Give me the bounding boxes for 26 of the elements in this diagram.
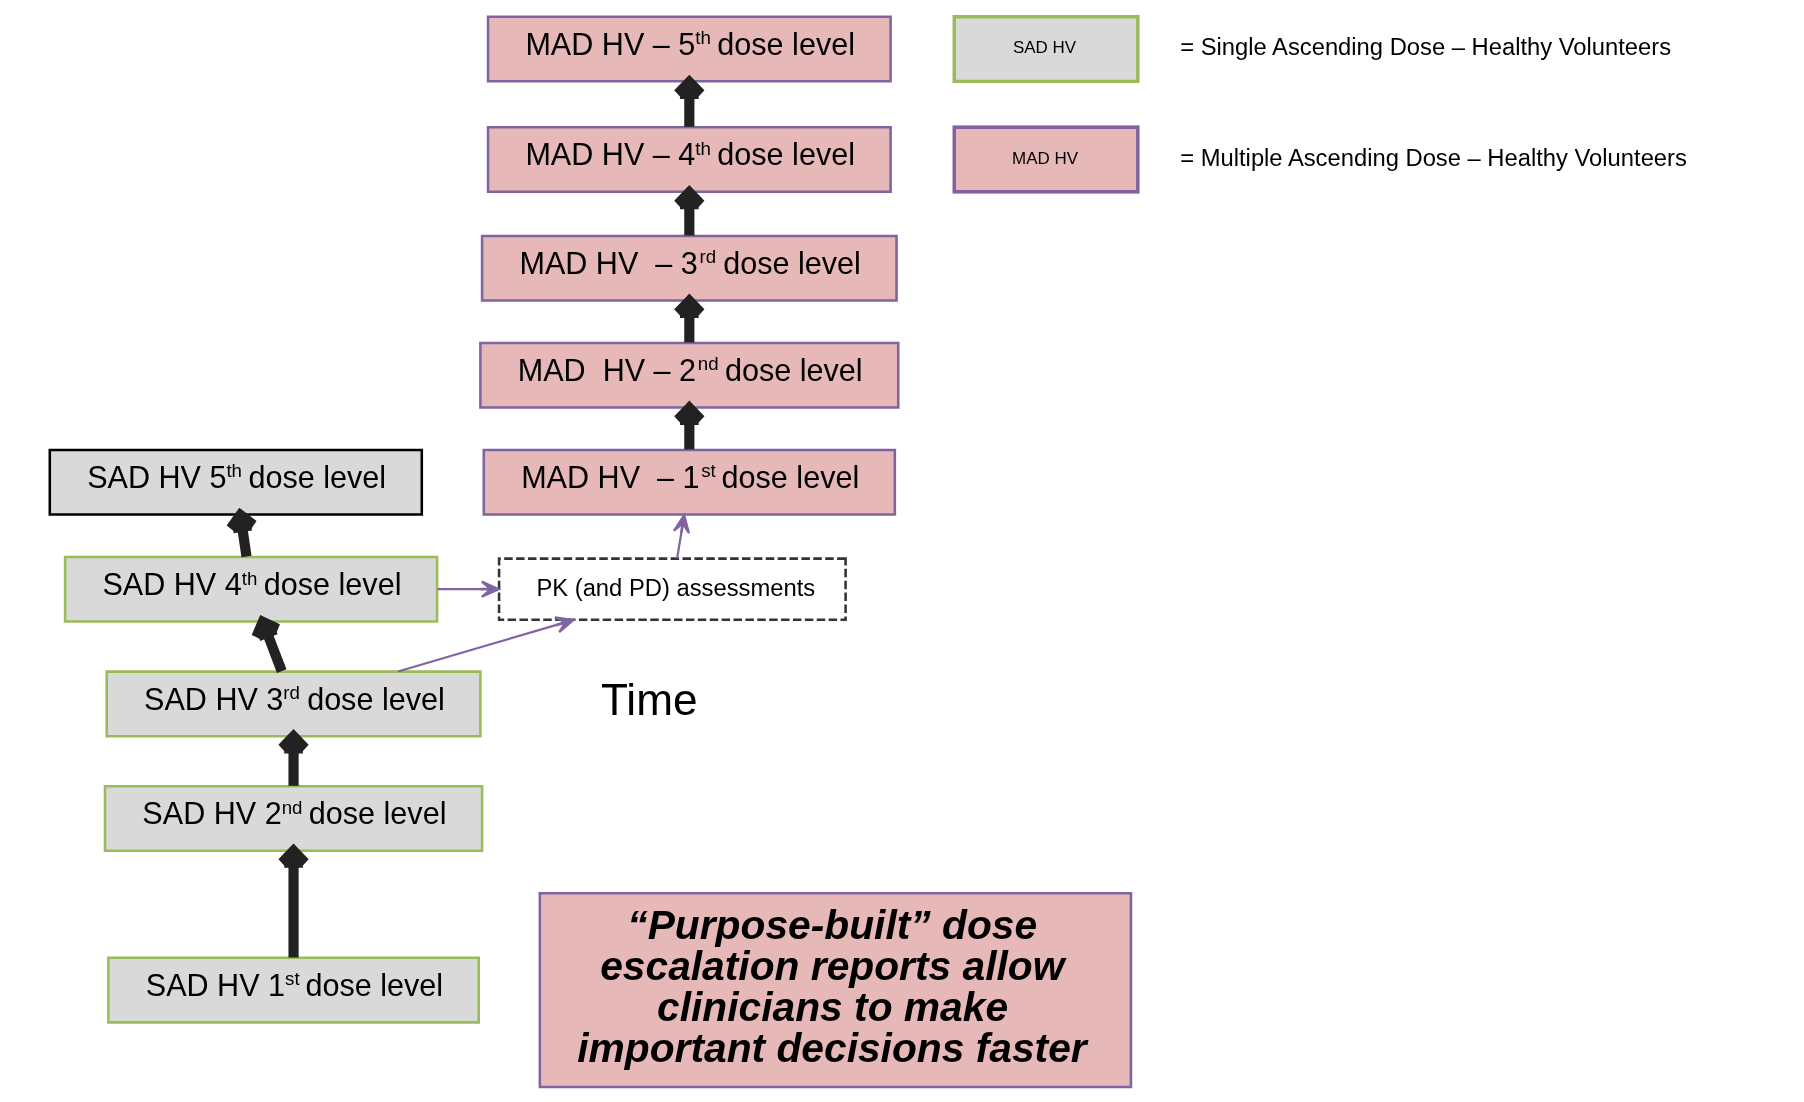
node-box: SAD HV 1$^{st}$ dose level	[106, 956, 480, 1024]
arrow	[397, 616, 574, 673]
node-box: MAD HV – 3$^{rd}$ dose level	[480, 234, 898, 302]
node-box: PK (and PD) assessments	[497, 557, 847, 622]
legend-label: = Single Ascending Dose – Healthy Volunteers	[1179, 33, 1671, 61]
node-box: “Purpose-built” dose escalation reports allow clinicians to make important decisions faster	[538, 892, 1132, 1089]
node-box: SAD HV 4$^{th}$ dose level	[63, 555, 438, 623]
legend-label: = Multiple Ascending Dose – Healthy Volunteers	[1179, 143, 1687, 171]
arrow	[225, 509, 259, 558]
node-box: SAD HV 2$^{nd}$ dose level	[103, 785, 483, 853]
node-box: MAD HV – 2$^{nd}$ dose level	[478, 341, 900, 409]
node-box: SAD HV 3$^{rd}$ dose level	[104, 670, 482, 738]
node-box: MAD HV – 4$^{th}$ dose level	[486, 125, 892, 193]
arrow	[437, 580, 500, 598]
arrow	[276, 845, 310, 958]
arrow	[672, 76, 706, 127]
arrow	[672, 295, 706, 343]
arrow	[672, 187, 706, 236]
label: Time	[600, 674, 697, 724]
node-box: MAD HV – 1$^{st}$ dose level	[482, 448, 896, 516]
arrow	[672, 402, 706, 450]
arrow	[276, 731, 310, 786]
arrow	[250, 616, 286, 673]
node-box: SAD HV 5$^{th}$ dose level	[48, 448, 423, 516]
arrow	[672, 514, 690, 559]
node-box: MAD HV – 5$^{th}$ dose level	[486, 15, 892, 83]
